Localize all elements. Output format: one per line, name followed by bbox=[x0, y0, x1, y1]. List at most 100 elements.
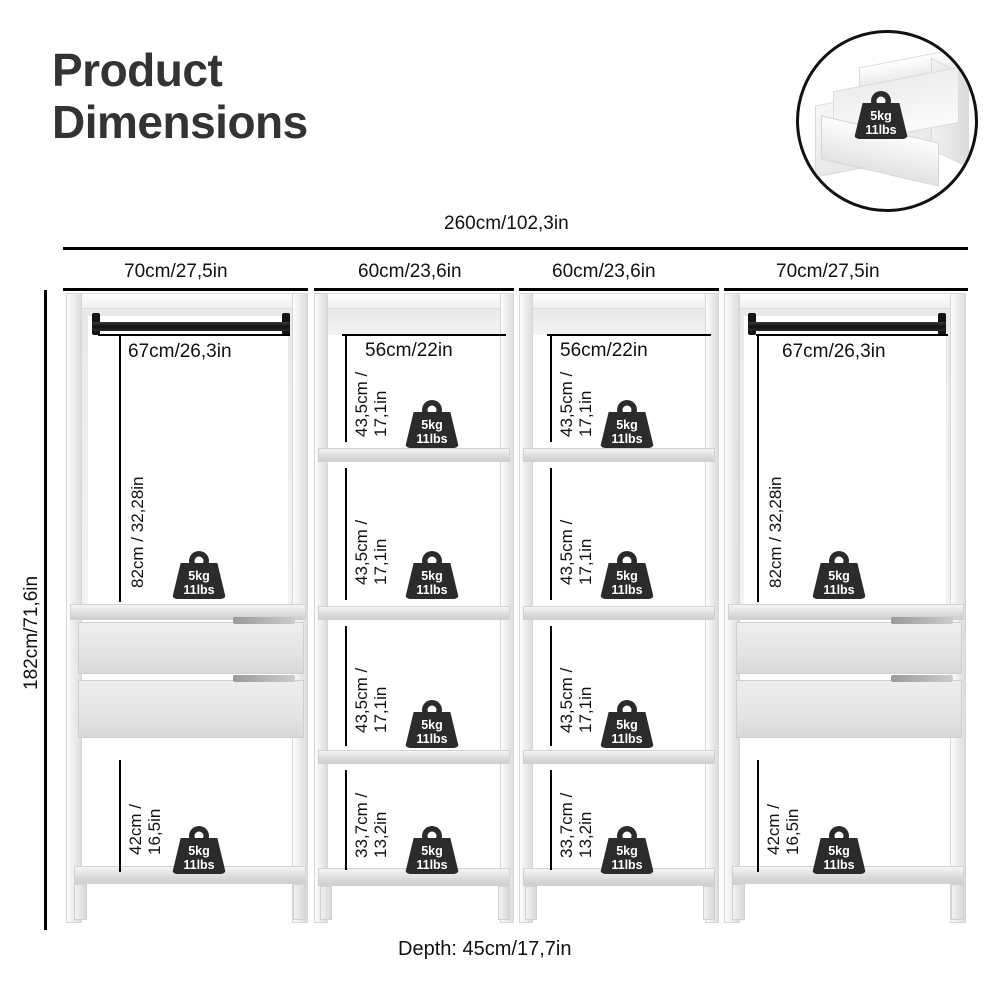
badge-body bbox=[405, 712, 459, 748]
badge-body bbox=[172, 838, 226, 874]
middle-right-cell4-height-dimline bbox=[550, 770, 552, 870]
drawer-handle-icon bbox=[891, 675, 953, 682]
drawer-handle-icon bbox=[891, 617, 953, 624]
middle-right-cell2-height-label: 43,5cm / 17,1in bbox=[557, 519, 595, 585]
middle-left-shelf-3 bbox=[318, 750, 510, 764]
middle-right-unit-back-wall bbox=[527, 309, 711, 335]
middle-right-cell4-height-label: 33,7cm / 13,2in bbox=[557, 792, 595, 858]
middle-left-inner-width-dimline bbox=[342, 334, 506, 336]
middle-left-cell4-height-dimline bbox=[345, 770, 347, 870]
middle-left-leg-right bbox=[498, 886, 510, 920]
left-unit-leg-left bbox=[74, 884, 87, 920]
middle-left-cell4-height-label: 33,7cm / 13,2in bbox=[352, 792, 390, 858]
overall-width-label: 260cm/102,3in bbox=[444, 213, 569, 234]
middle-left-cell3-height-label: 43,5cm / 17,1in bbox=[352, 667, 390, 733]
badge-body bbox=[600, 412, 654, 448]
middle-left-leg-left bbox=[320, 886, 332, 920]
left-inner-height-dimline bbox=[119, 334, 121, 602]
badge-body bbox=[405, 412, 459, 448]
middle-right-shelf-3 bbox=[523, 750, 715, 764]
overall-width-dimline bbox=[63, 247, 968, 250]
middle-left-cell1-height-label: 43,5cm / 17,1in bbox=[352, 371, 390, 437]
badge-body bbox=[600, 563, 654, 599]
badge-body bbox=[812, 838, 866, 874]
left-inner-width-dimline bbox=[98, 334, 290, 336]
middle-left-inner-width-label: 56cm/22in bbox=[365, 340, 453, 361]
left-inner-width-label: 67cm/26,3in bbox=[128, 341, 232, 362]
middle-right-shelf-1 bbox=[523, 448, 715, 462]
badge-body bbox=[812, 563, 866, 599]
middle-left-shelf-1 bbox=[318, 448, 510, 462]
right-inner-width-dimline bbox=[756, 334, 948, 336]
middle-right-shelf-2 bbox=[523, 606, 715, 620]
left-unit-leg-right bbox=[293, 884, 306, 920]
column-dimline-middle-right bbox=[519, 288, 719, 291]
badge-body bbox=[405, 838, 459, 874]
column-dimline-left bbox=[63, 288, 308, 291]
middle-left-cell2-height-dimline bbox=[345, 468, 347, 600]
overall-height-dimline bbox=[44, 290, 47, 930]
middle-right-unit-top-board bbox=[519, 293, 719, 309]
drawer-handle-icon bbox=[233, 617, 295, 624]
middle-right-inner-width-label: 56cm/22in bbox=[560, 340, 648, 361]
right-unit-drawer-bottom[interactable] bbox=[736, 675, 962, 738]
left-bottom-height-label: 42cm / 16,5in bbox=[126, 803, 164, 855]
column-dimline-right bbox=[724, 288, 968, 291]
column-dimline-middle-left bbox=[314, 288, 514, 291]
middle-right-cell1-height-dimline bbox=[550, 334, 552, 442]
drawer-handle-icon bbox=[233, 675, 295, 682]
right-inner-width-label: 67cm/26,3in bbox=[782, 341, 886, 362]
middle-left-shelf-2 bbox=[318, 606, 510, 620]
left-unit-middle-shelf bbox=[70, 604, 306, 620]
left-bottom-height-dimline bbox=[119, 760, 121, 872]
left-hanging-rod bbox=[92, 322, 290, 331]
middle-right-inner-width-dimline bbox=[547, 334, 711, 336]
left-unit-top-board bbox=[66, 293, 308, 309]
right-unit-leg-right bbox=[951, 884, 964, 920]
page-title: Product Dimensions bbox=[52, 44, 308, 149]
middle-left-cell1-height-dimline bbox=[345, 334, 347, 442]
right-inner-height-dimline bbox=[757, 334, 759, 602]
left-unit-drawer-top[interactable] bbox=[78, 617, 304, 674]
left-inner-height-label: 82cm / 32,28in bbox=[128, 476, 147, 588]
depth-label: Depth: 45cm/17,7in bbox=[398, 938, 572, 960]
left-unit-drawer-bottom[interactable] bbox=[78, 675, 304, 738]
right-unit-drawer-top[interactable] bbox=[736, 617, 962, 674]
badge-body bbox=[172, 563, 226, 599]
right-bottom-height-dimline bbox=[757, 760, 759, 872]
right-unit-top-board bbox=[724, 293, 966, 309]
right-unit-leg-left bbox=[732, 884, 745, 920]
column-width-label-middle-right: 60cm/23,6in bbox=[552, 261, 656, 282]
middle-left-unit-back-wall bbox=[322, 309, 506, 335]
right-bottom-height-label: 42cm / 16,5in bbox=[764, 803, 802, 855]
column-width-label-middle-left: 60cm/23,6in bbox=[358, 261, 462, 282]
badge-body bbox=[600, 712, 654, 748]
middle-right-cell2-height-dimline bbox=[550, 468, 552, 600]
column-width-label-left: 70cm/27,5in bbox=[124, 261, 228, 282]
middle-left-unit-top-board bbox=[314, 293, 514, 309]
right-inner-height-label: 82cm / 32,28in bbox=[766, 476, 785, 588]
